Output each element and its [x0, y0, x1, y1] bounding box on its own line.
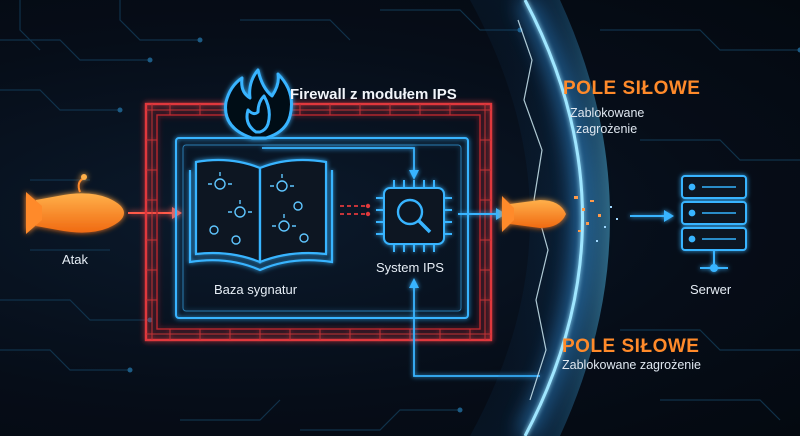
virus-icon — [208, 172, 309, 245]
flow-line-top — [262, 147, 419, 180]
shield-top-line1: Zablokowane — [570, 106, 645, 120]
attack-arrow — [128, 207, 182, 219]
shield-to-server-arrow — [630, 210, 674, 222]
bomb-icon — [26, 174, 124, 234]
shield-bottom-title: POLE SIŁOWE — [562, 336, 700, 357]
blocked-bomb-icon — [502, 196, 566, 232]
debris — [574, 196, 618, 242]
chip-magnifier-icon — [376, 180, 452, 252]
firewall-title: Firewall z modułem IPS — [290, 86, 457, 103]
book-icon — [188, 158, 334, 272]
server-label: Serwer — [690, 282, 732, 297]
shield-top-line2: zagrożenie — [576, 122, 638, 136]
ips-inner-frame — [175, 137, 469, 319]
book-to-ips-arrow — [340, 203, 371, 217]
shield-top-title: POLE SIŁOWE — [563, 78, 701, 99]
server-icon — [681, 175, 747, 272]
signatures-label: Baza sygnatur — [214, 282, 298, 297]
ips-label: System IPS — [376, 260, 444, 275]
flame-icon — [224, 68, 293, 140]
ips-to-shield-arrow — [458, 208, 506, 220]
feedback-loop-line — [409, 278, 540, 377]
shield-bottom-line1: Zablokowane zagrożenie — [562, 358, 701, 372]
attack-label: Atak — [62, 252, 89, 267]
